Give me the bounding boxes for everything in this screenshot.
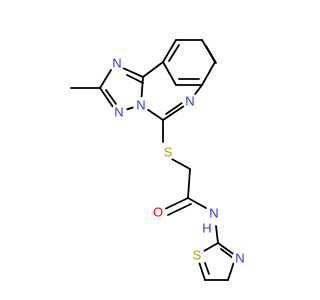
bond (215, 225, 219, 244)
bond (164, 197, 189, 210)
atom-label-nh: N (209, 206, 218, 221)
bond-double-inner (105, 89, 117, 105)
bond (162, 105, 185, 121)
atom-n2: N (111, 104, 127, 120)
atom-label-s-thiazole: S (193, 248, 202, 263)
bond-double-inner (220, 248, 234, 259)
atom-n4: N (182, 93, 198, 109)
atom-labels: N N N N S O N H (109, 55, 248, 266)
bond (198, 261, 206, 281)
structure-drawing: N N N N S O N H (70, 39, 248, 281)
bond-double-inner (204, 262, 210, 275)
bond (201, 61, 216, 86)
atom-label-s-thioether: S (164, 145, 173, 160)
bond-double-inner (126, 74, 144, 84)
bond-double-inner (205, 45, 217, 64)
bond (122, 67, 144, 78)
bond-double-outer (167, 203, 192, 216)
bond (169, 157, 191, 170)
bond (162, 61, 177, 86)
bond (187, 168, 191, 199)
bond-double-inner (168, 44, 180, 62)
bond (217, 242, 237, 257)
atom-label-n1: N (112, 56, 121, 71)
atom-o-carbonyl: O (150, 204, 166, 220)
bond (99, 87, 114, 108)
atom-label-h-amide: H (202, 221, 211, 236)
bond (203, 242, 219, 252)
bond (142, 61, 164, 78)
atom-s-thiazole: S (189, 247, 205, 263)
molecule-diagram: N N N N S O N H (70, 39, 248, 281)
atom-n1: N (109, 55, 125, 71)
atom-label-n3: N (136, 98, 145, 113)
atom-nh: N (206, 205, 222, 221)
bond (162, 39, 177, 63)
bond (187, 197, 207, 209)
atom-label-o-carbonyl: O (153, 205, 163, 220)
bond (99, 69, 112, 89)
atom-h-amide: H (200, 221, 214, 236)
atom-n-thiazole: N (232, 250, 248, 266)
bond-double-inner (165, 102, 183, 115)
atom-label-n-thiazole: N (235, 251, 244, 266)
atom-label-n2: N (114, 105, 123, 120)
atom-label-n4: N (185, 94, 194, 109)
atom-n3: N (133, 97, 149, 113)
bond-layer (70, 39, 237, 281)
atom-s-thioether: S (160, 144, 176, 160)
